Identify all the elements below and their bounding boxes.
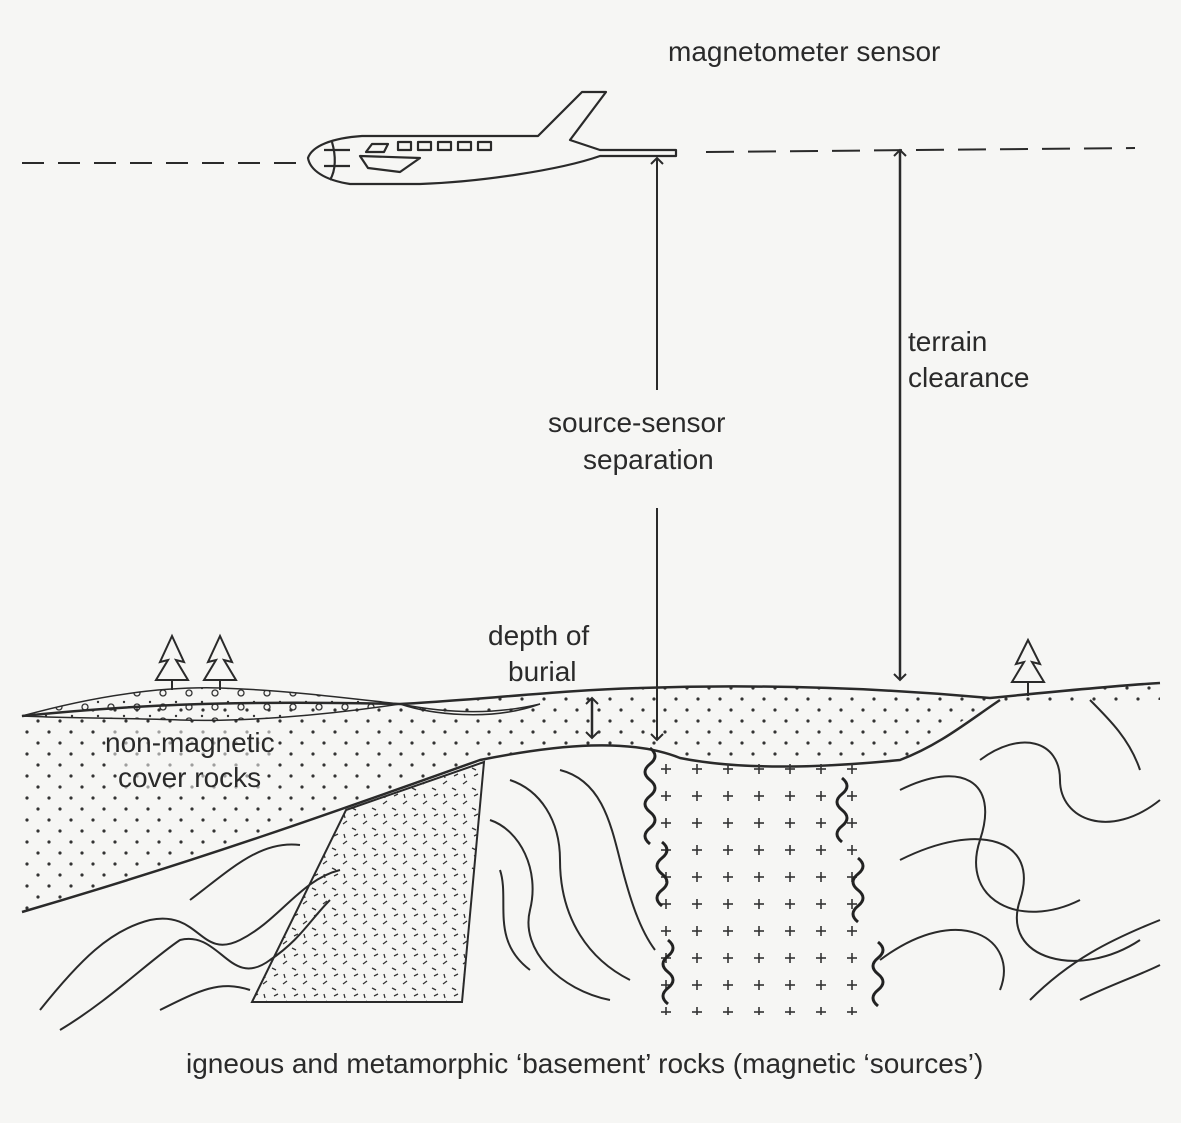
terrain-clearance-label-line2: clearance [908,362,1030,393]
contact-left [643,746,675,1006]
cover-rocks [22,683,1160,912]
tree-icon [1010,637,1046,696]
topsoil [21,687,541,722]
cover-rocks-label-line2: cover rocks [118,760,262,796]
basement-boundary [21,698,1001,914]
contact-right [835,776,885,1008]
source-sensor-label-line2: separation [583,444,714,475]
folded-strata [39,699,1161,1031]
granite-intrusion [660,760,870,1015]
caption: igneous and metamorphic ‘basement’ rocks… [186,1048,984,1079]
cover-rocks-label-line1: non-magnetic [105,725,275,761]
terrain-clearance-label-line1: terrain [908,326,988,357]
tree-icon [202,633,238,690]
tree-icon [154,633,190,690]
ground-surface [21,681,1161,718]
aircraft-icon [306,90,678,186]
dyke-block [250,760,486,1003]
depth-of-burial-label-line1: depth of [488,620,590,651]
depth-of-burial-label-line2: burial [508,656,577,687]
source-sensor-label-line1: source-sensor [548,407,726,438]
flight-line-right [705,147,1136,153]
sensor-label: magnetometer sensor [668,36,941,67]
